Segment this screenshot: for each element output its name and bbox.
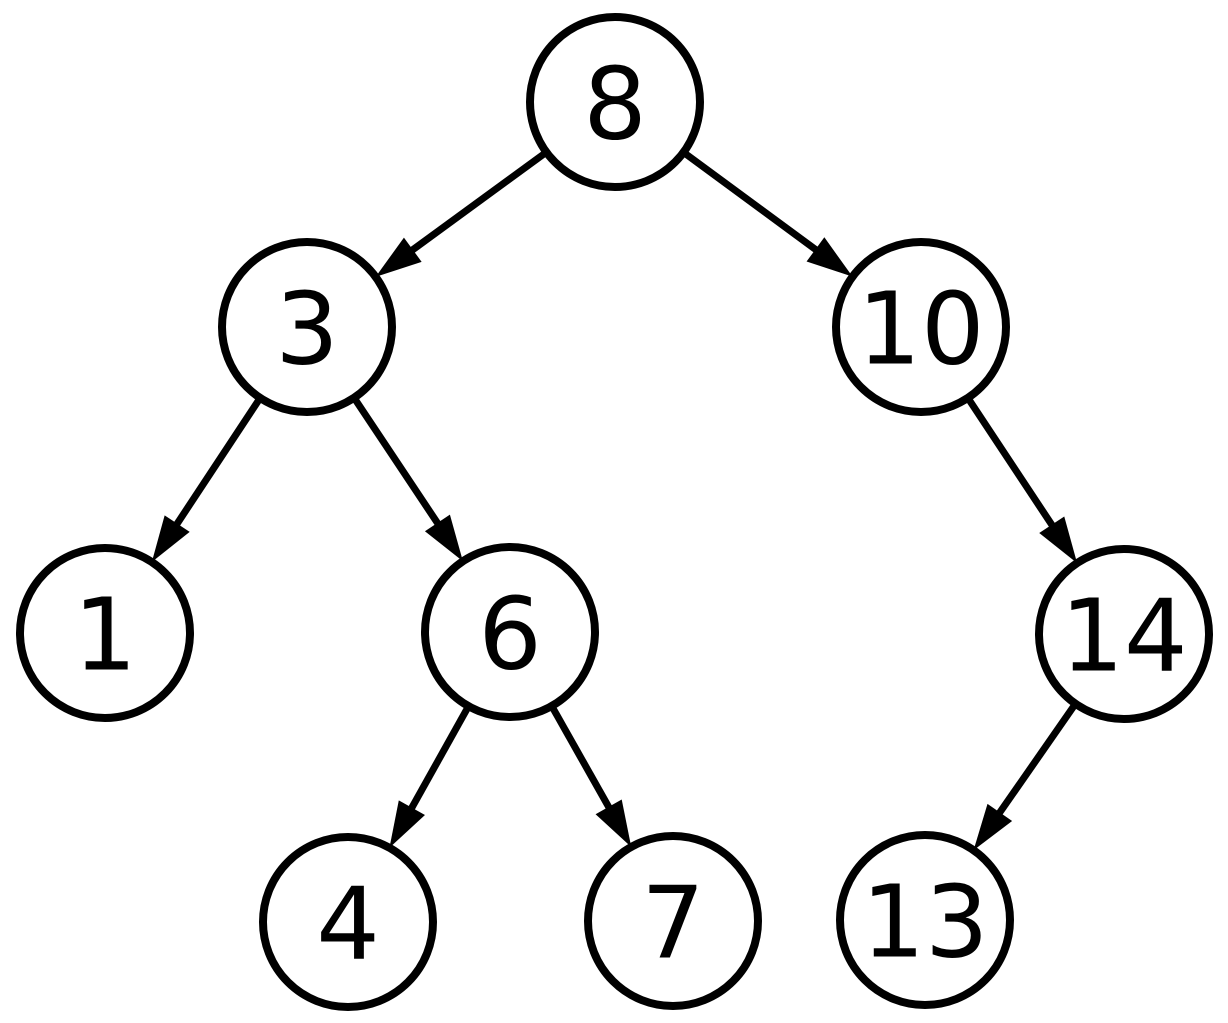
edge-line	[172, 396, 264, 529]
edge-14-13	[973, 701, 1079, 851]
tree-node-13: 13	[836, 831, 1014, 1009]
node-circle	[526, 13, 704, 191]
edge-line	[995, 701, 1079, 817]
edge-6-7	[548, 704, 632, 847]
node-circle	[836, 831, 1014, 1009]
node-circle	[16, 544, 194, 722]
tree-node-10: 10	[832, 238, 1010, 416]
edge-3-6	[351, 395, 463, 562]
node-label: 10	[857, 271, 984, 388]
edge-line	[681, 149, 820, 254]
node-label: 8	[583, 46, 647, 163]
node-circle	[259, 833, 437, 1011]
tree-node-14: 14	[1035, 545, 1213, 723]
edge-line	[964, 395, 1057, 530]
edge-line	[407, 704, 472, 812]
edge-line	[351, 395, 442, 528]
edge-6-4	[389, 704, 472, 848]
node-circle	[1035, 545, 1213, 723]
edge-8-3	[375, 149, 549, 277]
tree-node-1: 1	[16, 544, 194, 722]
edge-10-14	[964, 395, 1078, 564]
edge-arrowhead-icon	[1039, 516, 1078, 564]
node-label: 7	[641, 865, 705, 982]
edge-arrowhead-icon	[806, 237, 853, 277]
edge-line	[408, 149, 549, 255]
edge-arrowhead-icon	[595, 799, 632, 847]
node-label: 6	[478, 576, 542, 693]
tree-node-7: 7	[584, 832, 762, 1010]
tree-node-6: 6	[421, 543, 599, 721]
node-label: 4	[316, 866, 380, 983]
edge-arrowhead-icon	[151, 515, 190, 563]
node-circle	[584, 832, 762, 1010]
node-circle	[421, 543, 599, 721]
edge-arrowhead-icon	[375, 237, 422, 277]
edge-arrowhead-icon	[389, 800, 425, 848]
edge-arrowhead-icon	[973, 803, 1013, 851]
tree-node-4: 4	[259, 833, 437, 1011]
node-label: 13	[861, 864, 988, 981]
node-label: 14	[1060, 578, 1187, 695]
edge-3-1	[151, 396, 264, 563]
edge-arrowhead-icon	[424, 514, 463, 562]
node-circle	[218, 238, 396, 416]
tree-node-3: 3	[218, 238, 396, 416]
edge-line	[548, 704, 614, 812]
node-circle	[832, 238, 1010, 416]
edge-8-10	[681, 149, 853, 277]
tree-node-8: 8	[526, 13, 704, 191]
node-label: 1	[73, 577, 137, 694]
node-label: 3	[275, 271, 339, 388]
